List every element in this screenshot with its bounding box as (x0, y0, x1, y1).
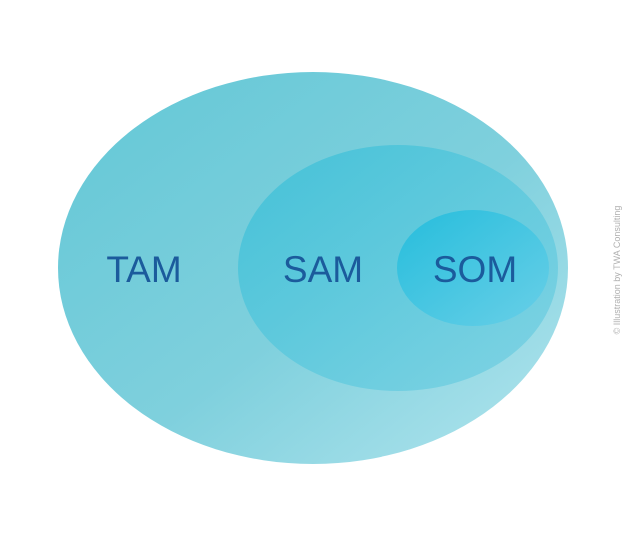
illustration-credit: © Illustration by TWA Consulting (612, 206, 622, 335)
tam-label: TAM (106, 249, 181, 290)
som-ellipse (397, 210, 549, 326)
som-label: SOM (433, 249, 517, 290)
sam-label: SAM (283, 249, 363, 290)
